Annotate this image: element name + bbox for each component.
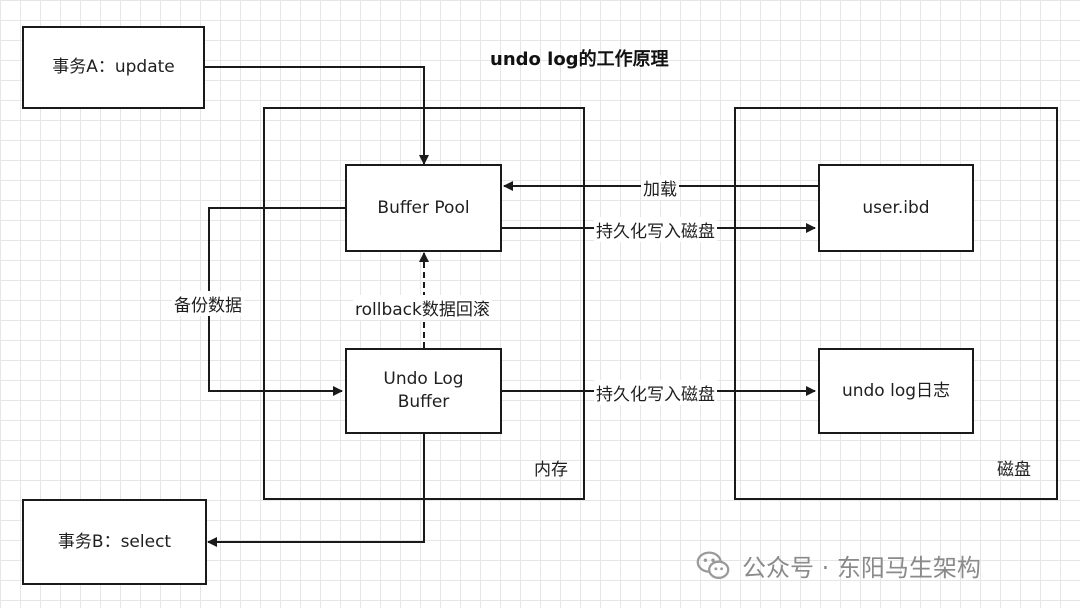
transaction-b-node: 事务B：select (22, 499, 207, 585)
undo-log-file-node: undo log日志 (818, 348, 974, 434)
memory-group-label: 内存 (534, 460, 568, 480)
undo-log-file-label: undo log日志 (841, 380, 951, 401)
edge-update-to-buffer-pool (205, 66, 429, 165)
edge-label-persist-undo: 持久化写入磁盘 (594, 380, 717, 405)
disk-group-label: 磁盘 (997, 460, 1031, 480)
user-ibd-label: user.ibd (862, 197, 930, 218)
edge-label-rollback: rollback数据回滚 (353, 295, 492, 320)
diagram-title: undo log的工作原理 (490, 49, 669, 70)
watermark: 公众号 · 东阳马生架构 (694, 546, 981, 584)
edge-label-load: 加载 (641, 175, 679, 200)
wechat-icon (696, 551, 730, 579)
transaction-a-node: 事务A：update (22, 26, 205, 109)
undo-log-buffer-label-line1: Undo Log (383, 369, 464, 389)
watermark-text: 公众号 · 东阳马生架构 (742, 553, 981, 582)
undo-log-buffer-node: Undo Log Buffer (345, 348, 502, 434)
transaction-b-label: 事务B：select (57, 531, 172, 552)
buffer-pool-node: Buffer Pool (345, 164, 502, 252)
edge-undo-to-select (207, 434, 425, 547)
undo-log-buffer-label-line2: Buffer (397, 392, 450, 412)
transaction-a-label: 事务A：update (52, 57, 175, 77)
disk-group (734, 107, 1058, 500)
edge-label-persist-data: 持久化写入磁盘 (594, 217, 717, 242)
buffer-pool-label: Buffer Pool (377, 197, 470, 218)
user-ibd-node: user.ibd (818, 164, 974, 252)
edge-label-backup: 备份数据 (172, 291, 244, 316)
